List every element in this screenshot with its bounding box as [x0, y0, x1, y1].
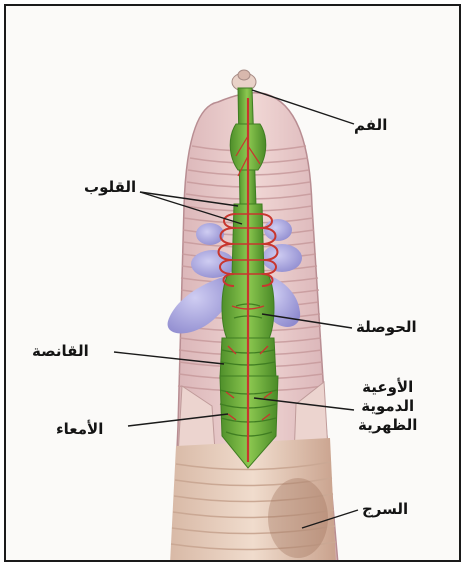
diagram-frame: الفم القلوب الحوصلة القانصة الأوعية الدم… [4, 4, 461, 562]
label-gizzard: القانصة [32, 342, 89, 361]
label-dorsal-vessels-line3: الظهرية [358, 416, 417, 435]
label-mouth: الفم [354, 116, 387, 135]
label-intestine: الأمعاء [56, 420, 103, 439]
label-dorsal-vessels-line1: الأوعية [358, 378, 417, 397]
label-hearts: القلوب [84, 178, 136, 197]
label-dorsal-vessels: الأوعية الدموية الظهرية [358, 378, 417, 434]
earthworm-illustration [6, 6, 461, 562]
label-clitellum: السرج [362, 500, 408, 519]
label-dorsal-vessels-line2: الدموية [358, 397, 417, 416]
label-crop: الحوصلة [356, 318, 417, 337]
